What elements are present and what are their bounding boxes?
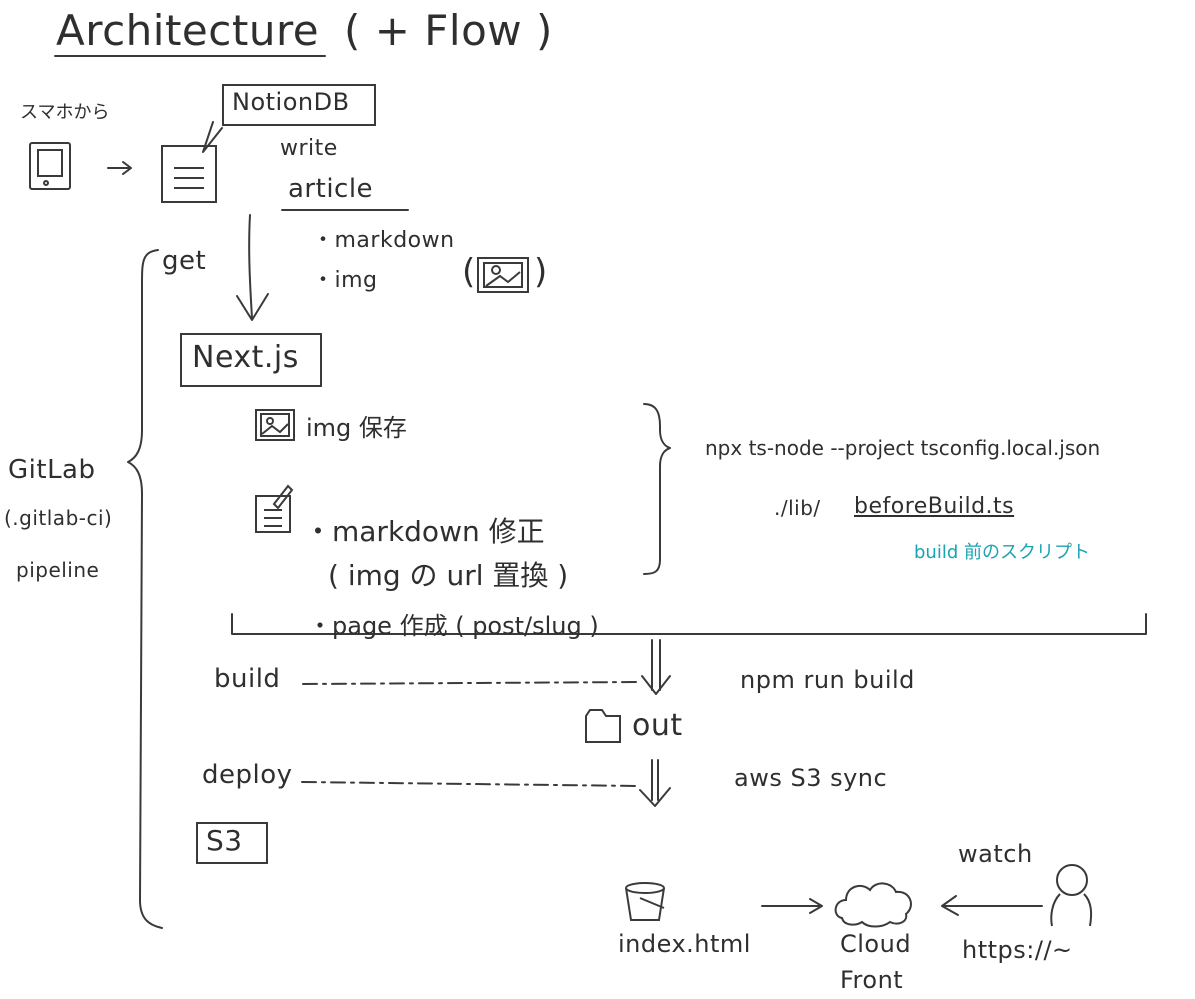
- deploy-arrow: [639, 759, 671, 807]
- gitlab-brace: [127, 249, 163, 929]
- script-file-prefix: ./lib/: [774, 496, 821, 520]
- script-command: npx ts-node --project tsconfig.local.jso…: [705, 436, 1101, 460]
- cloudfront-label-2: Front: [840, 966, 904, 994]
- image-small-icon: [255, 409, 295, 441]
- page-title-suffix: ( + Flow ): [344, 6, 553, 55]
- deploy-label: deploy: [202, 760, 293, 790]
- image-paren-open: (: [462, 252, 476, 292]
- s3-label: S3: [206, 824, 243, 857]
- notion-callout-pointer: [202, 121, 223, 153]
- nextjs-label: Next.js: [192, 340, 299, 375]
- phone-icon: [29, 142, 71, 190]
- script-brace: [643, 403, 671, 575]
- article-item-img: ・img: [312, 268, 378, 293]
- write-label: write: [280, 136, 338, 161]
- deploy-command: aws S3 sync: [734, 764, 888, 792]
- arrow-get-line: [248, 214, 253, 319]
- person-icon: [1050, 864, 1093, 927]
- page-title: Architecture: [56, 6, 320, 55]
- bucket-icon: [625, 882, 665, 921]
- cloudfront-label-1: Cloud: [840, 930, 912, 958]
- arrow-user-to-cloudfront: [941, 895, 1043, 916]
- cloud-icon: [834, 882, 912, 928]
- build-label: build: [214, 664, 281, 694]
- folder-icon: [585, 709, 621, 743]
- url-label: https://~: [962, 936, 1073, 964]
- index-html-label: index.html: [618, 930, 751, 958]
- nextjs-box: [180, 333, 322, 387]
- deploy-dash-line: [301, 781, 641, 787]
- image-icon: [477, 257, 529, 293]
- script-note: build 前のスクリプト: [914, 542, 1090, 563]
- article-item-markdown: ・markdown: [312, 228, 455, 253]
- arrow-phone-to-notion: [107, 161, 132, 175]
- watch-label: watch: [958, 840, 1033, 868]
- build-command: npm run build: [740, 666, 915, 694]
- gitlab-line2: (.gitlab-ci): [4, 506, 113, 530]
- s3-box: [196, 822, 268, 864]
- notion-db-label: NotionDB: [232, 88, 350, 116]
- phone-label: スマホから: [20, 102, 110, 123]
- image-paren-close: ): [534, 252, 548, 292]
- step-markdown-fix-detail: ( img の url 置換 ): [328, 559, 569, 592]
- arrow-index-to-cloudfront: [761, 898, 823, 914]
- build-arrow: [641, 639, 671, 695]
- arrow-get-head: [236, 293, 269, 321]
- build-dash-line: [302, 681, 641, 685]
- step-img-save: img 保存: [306, 414, 407, 442]
- gitlab-line3: pipeline: [16, 558, 100, 582]
- article-label: article: [288, 174, 374, 204]
- step-page-create: ・page 作成 ( post/slug ): [308, 612, 599, 640]
- out-label: out: [632, 708, 683, 743]
- script-bracket: [231, 613, 1147, 635]
- document-icon: [161, 145, 217, 203]
- script-file: beforeBuild.ts: [854, 494, 1015, 519]
- step-markdown-fix: ・markdown 修正: [304, 515, 545, 548]
- edit-document-icon: [255, 484, 294, 533]
- gitlab-line1: GitLab: [8, 455, 96, 485]
- notion-db-box: [222, 84, 376, 126]
- get-label: get: [162, 246, 207, 276]
